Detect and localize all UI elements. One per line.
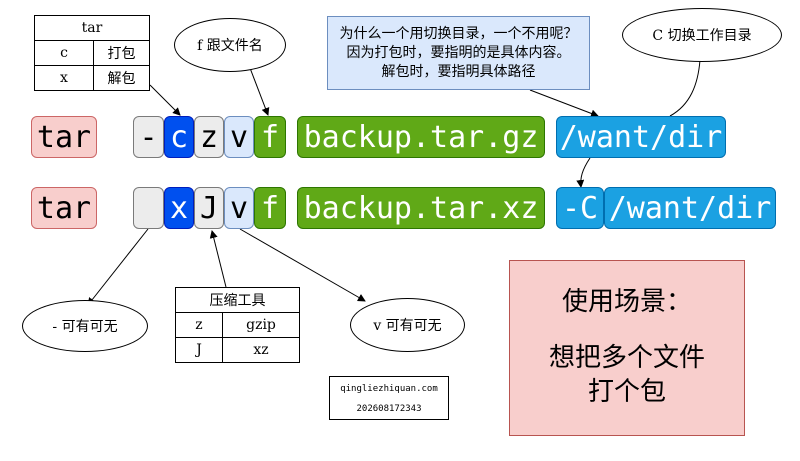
scenario-box: 使用场景： 想把多个文件 打个包 xyxy=(509,260,745,436)
row1-flag-z: z xyxy=(194,116,224,158)
flag-c-meaning: 打包 xyxy=(93,40,150,66)
note-v: v 可有可无 xyxy=(350,298,465,352)
row2-file: backup.tar.xz xyxy=(297,187,545,229)
watermark-id: 202608172343 xyxy=(356,404,422,414)
compress-table-header: 压缩工具 xyxy=(175,287,300,313)
tar-flag-table-header: tar xyxy=(34,15,150,41)
arrow-v-note xyxy=(239,228,366,302)
scenario-line1: 使用场景： xyxy=(561,287,692,317)
arrow-dir-to-C xyxy=(576,157,591,188)
row1-file: backup.tar.gz xyxy=(297,116,545,158)
scenario-line2: 想把多个文件 xyxy=(548,343,705,373)
flag-c: c xyxy=(34,40,94,66)
arrow-compress-to-J xyxy=(209,230,227,288)
watermark-box: qingliezhiquan.com 202608172343 xyxy=(329,376,449,420)
note-C: C 切换工作目录 xyxy=(622,8,782,62)
row2-C: -C xyxy=(556,187,604,229)
row1-flag-v: v xyxy=(224,116,254,158)
scenario-line3: 打个包 xyxy=(587,377,666,407)
row1-tar: tar xyxy=(31,116,97,158)
row1-dash: - xyxy=(133,116,164,158)
question-line1: 为什么一个用切换目录，一个不用呢？ xyxy=(339,26,578,42)
arrow-question-to-dir xyxy=(529,89,599,118)
row2-dash-empty xyxy=(133,187,164,229)
compress-tool-xz: xz xyxy=(222,337,300,363)
tar-flag-table: tar c 打包 x 解包 xyxy=(34,15,150,91)
flag-x-meaning: 解包 xyxy=(93,65,150,91)
row2-dir: /want/dir xyxy=(604,187,776,229)
question-box: 为什么一个用切换目录，一个不用呢？ 因为打包时，要指明的是具体内容。 解包时，要… xyxy=(327,16,590,90)
question-line2: 因为打包时，要指明的是具体内容。 xyxy=(346,45,571,61)
row1-flag-c: c xyxy=(164,116,194,158)
row1-dir: /want/dir xyxy=(556,116,726,158)
note-f: f 跟文件名 xyxy=(174,18,286,72)
arrow-dash-note xyxy=(87,228,149,306)
compress-flag-J: J xyxy=(175,337,223,363)
row2-tar: tar xyxy=(31,187,97,229)
note-dash: - 可有可无 xyxy=(22,300,148,352)
row2-flag-x: x xyxy=(164,187,194,229)
question-line3: 解包时，要指明具体路径 xyxy=(381,64,536,80)
compress-tool-table: 压缩工具 z gzip J xz xyxy=(175,287,300,363)
compress-flag-z: z xyxy=(175,312,223,338)
row2-flag-f: f xyxy=(254,187,286,229)
arrow-f-note-to-f xyxy=(249,67,270,116)
flag-x: x xyxy=(34,65,94,91)
arrow-legend-to-c xyxy=(149,84,181,116)
watermark-site: qingliezhiquan.com xyxy=(340,384,438,394)
row1-flag-f: f xyxy=(254,116,286,158)
row2-flag-v: v xyxy=(224,187,254,229)
line-C-note xyxy=(669,59,701,117)
row2-flag-J: J xyxy=(194,187,224,229)
compress-tool-gzip: gzip xyxy=(222,312,300,338)
